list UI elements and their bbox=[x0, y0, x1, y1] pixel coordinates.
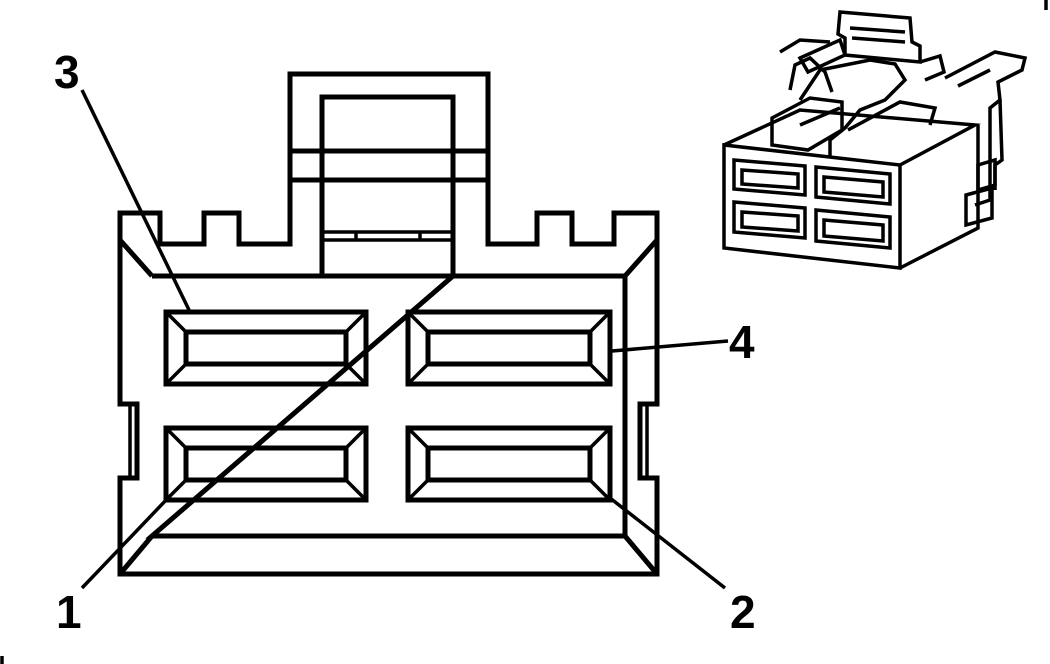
leader-line-3 bbox=[80, 89, 192, 313]
connector-housing-outline bbox=[117, 71, 660, 577]
iso-latch bbox=[836, 10, 922, 64]
connector-isometric-view bbox=[722, 10, 1028, 270]
callout-4: 4 bbox=[729, 316, 755, 368]
iso-top-face bbox=[723, 108, 982, 167]
connector-inner-face bbox=[145, 273, 628, 539]
connector-latch bbox=[290, 94, 488, 279]
leader-line-1 bbox=[80, 496, 170, 590]
iso-side-arm bbox=[944, 50, 1028, 207]
callout-3: 3 bbox=[54, 46, 80, 98]
bevel-line bbox=[118, 238, 154, 278]
terminal-cavity-3 bbox=[163, 309, 369, 387]
iso-right-face bbox=[899, 125, 980, 270]
iso-latch-block bbox=[770, 96, 844, 152]
terminal-cavity-1 bbox=[163, 425, 369, 503]
bevel-line bbox=[623, 238, 659, 278]
iso-front-face bbox=[722, 143, 902, 270]
bevel-line bbox=[623, 534, 659, 576]
latch-body bbox=[319, 94, 456, 279]
callout-2: 2 bbox=[730, 586, 756, 638]
connector-face bbox=[117, 71, 660, 577]
callout-1: 1 bbox=[56, 586, 82, 638]
terminal-cavity-2 bbox=[405, 425, 613, 503]
leader-line-4 bbox=[611, 339, 729, 353]
terminal-cavity-4 bbox=[405, 309, 613, 387]
bevel-line bbox=[118, 534, 154, 576]
leader-line-2 bbox=[608, 496, 727, 590]
